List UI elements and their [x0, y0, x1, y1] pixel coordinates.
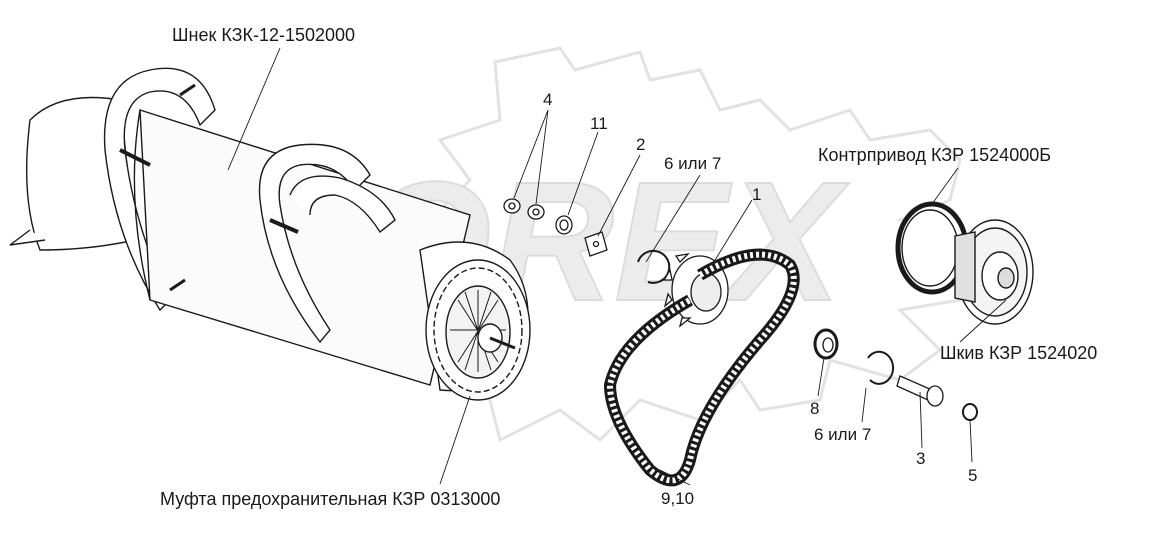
- callout-5: 5: [968, 466, 978, 485]
- callout-6-or-7-bottom: 6 или 7: [814, 425, 872, 444]
- clutch-drawing: [425, 259, 531, 401]
- callout-1: 1: [752, 185, 762, 204]
- callout-4: 4: [543, 90, 553, 109]
- callout-9-10: 9,10: [661, 489, 695, 508]
- chain-drawing: [603, 248, 800, 487]
- callout-2: 2: [636, 135, 646, 154]
- callout-8: 8: [810, 399, 820, 418]
- leader-lines: [227, 47, 1007, 486]
- auger-label: Шнек КЗК-12-1502000: [172, 25, 356, 45]
- clutch-label: Муфта предохранительная КЗР 0313000: [160, 489, 501, 509]
- pulley-label: Шкив КЗР 1524020: [940, 343, 1098, 363]
- counterdrive-label: Контрпривод КЗР 1524000Б: [818, 145, 1052, 165]
- callout-3: 3: [916, 449, 926, 468]
- pulley-drawing: [895, 201, 1034, 325]
- callout-6-or-7-top: 6 или 7: [664, 154, 722, 173]
- callout-11: 11: [590, 114, 608, 133]
